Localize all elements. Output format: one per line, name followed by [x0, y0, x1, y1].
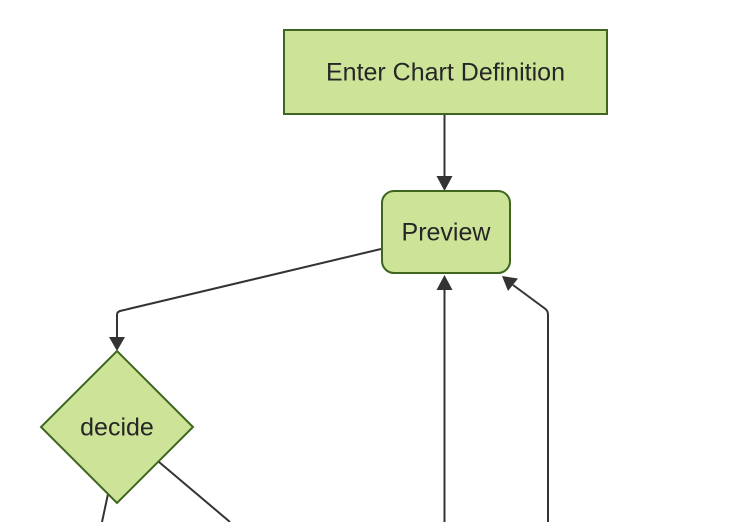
node-decide: decide — [39, 349, 195, 505]
edge-preview-to-decide — [109, 248, 382, 351]
arrowhead-diagonal-into-preview-corner — [502, 276, 518, 291]
node-decide-label: decide — [80, 414, 154, 442]
node-decide-shape — [39, 349, 195, 505]
edge-offscreen-right-to-preview-line — [512, 284, 549, 522]
node-enter-chart-definition-label: Enter Chart Definition — [326, 59, 565, 87]
arrowhead-up-into-preview-bottom — [436, 275, 453, 290]
node-preview-label: Preview — [402, 219, 492, 247]
edge-offscreen-center-to-preview — [436, 275, 453, 522]
arrowhead-down-into-preview-top — [436, 176, 453, 191]
edge-enter-to-preview — [436, 115, 453, 191]
node-enter-chart-definition: Enter Chart Definition — [283, 29, 608, 115]
edge-preview-to-decide-line — [116, 248, 382, 338]
edge-decide-to-offscreen-right — [158, 461, 231, 522]
node-preview: Preview — [381, 190, 511, 274]
arrowhead-down-into-decide-top — [109, 337, 125, 351]
edge-offscreen-right-to-preview — [502, 276, 549, 522]
node-enter-chart-definition-shape — [283, 29, 608, 115]
node-preview-shape — [381, 190, 511, 274]
edge-decide-to-offscreen-left — [101, 493, 109, 522]
